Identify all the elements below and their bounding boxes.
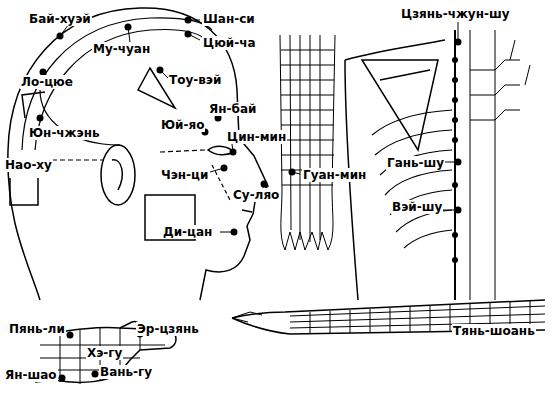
point-label: Эр-цзянь xyxy=(136,322,200,336)
meridian-lines-part xyxy=(160,150,205,152)
point-label: Вэй-шу xyxy=(391,200,443,214)
leader-lines xyxy=(43,20,520,334)
arm-strip-part xyxy=(280,35,335,250)
back-point-dots-part xyxy=(452,137,458,143)
back-point-dots-part xyxy=(452,182,458,188)
back-torso-part xyxy=(510,40,530,85)
back-torso-part xyxy=(380,70,430,80)
back-torso xyxy=(345,30,530,300)
arm-strip-part xyxy=(281,50,334,185)
back-torso-part xyxy=(470,60,520,120)
back-point-dots-part xyxy=(455,39,462,46)
head-profile-part xyxy=(8,8,268,300)
hand-part xyxy=(67,332,74,339)
arm-strip xyxy=(280,35,335,250)
head-profile-part xyxy=(242,210,252,212)
back-point-dots xyxy=(452,39,462,264)
arm-strip-part xyxy=(285,232,328,250)
leader-lines-part xyxy=(160,70,168,78)
leader-lines-part xyxy=(128,27,130,42)
point-label: Му-чуан xyxy=(92,42,151,56)
point-label: Юй-яо xyxy=(160,118,205,132)
back-point-dots-part xyxy=(452,117,458,123)
leader-lines-part xyxy=(458,22,459,40)
point-label: Гуан-мин xyxy=(302,168,367,182)
arm-strip-part xyxy=(289,169,296,176)
head-profile-part xyxy=(101,145,135,205)
point-label: Шан-си xyxy=(202,12,256,26)
back-point-dots-part xyxy=(455,159,462,166)
point-label: Хэ-гу xyxy=(86,346,123,360)
hand-part xyxy=(92,371,99,378)
head-point-dots xyxy=(15,17,268,236)
point-label: Тянь-шоань xyxy=(452,324,536,338)
head-profile-part xyxy=(10,178,38,205)
point-label: Цюй-ча xyxy=(202,36,257,50)
head-profile-part xyxy=(112,160,122,190)
leader-lines-part xyxy=(188,34,200,40)
head-point-dots-part xyxy=(37,115,44,122)
point-label: Гань-шу xyxy=(386,156,445,170)
back-point-dots-part xyxy=(452,77,458,83)
point-label: Юн-чжэнь xyxy=(28,126,101,140)
back-point-dots-part xyxy=(452,232,458,238)
back-point-dots-part xyxy=(452,257,458,263)
back-torso-part xyxy=(362,60,438,150)
point-label: Вань-гу xyxy=(99,365,153,379)
meridian-lines xyxy=(20,18,230,200)
leader-lines-part xyxy=(220,232,234,233)
back-point-dots-part xyxy=(452,97,458,103)
leader-lines-part xyxy=(188,20,200,21)
point-label: Чэн-ци xyxy=(160,168,209,182)
point-label: Ян-шао xyxy=(4,368,58,382)
arm-strip-part xyxy=(290,35,320,242)
point-label: Ян-бай xyxy=(208,102,257,116)
head-profile xyxy=(8,8,268,300)
point-label: Цзянь-чжун-шу xyxy=(400,7,511,21)
point-label: Нао-ху xyxy=(4,158,53,172)
back-point-dots-part xyxy=(452,57,458,63)
point-label: Су-ляо xyxy=(232,188,280,202)
point-label: Ди-цан xyxy=(162,225,213,239)
back-point-dots-part xyxy=(455,207,462,214)
forearm-part xyxy=(232,312,262,322)
point-label: Ло-цюе xyxy=(20,75,74,89)
point-label: Бай-хуэй xyxy=(28,12,92,26)
forearm xyxy=(232,300,545,338)
leader-lines-part xyxy=(232,144,233,152)
point-label: Тоу-вэй xyxy=(168,73,222,87)
hand-part xyxy=(59,375,66,382)
point-label: Пянь-ли xyxy=(8,322,66,336)
leader-lines-part xyxy=(210,168,224,172)
point-label: Цин-мин xyxy=(226,130,287,144)
back-torso-part xyxy=(372,110,452,248)
